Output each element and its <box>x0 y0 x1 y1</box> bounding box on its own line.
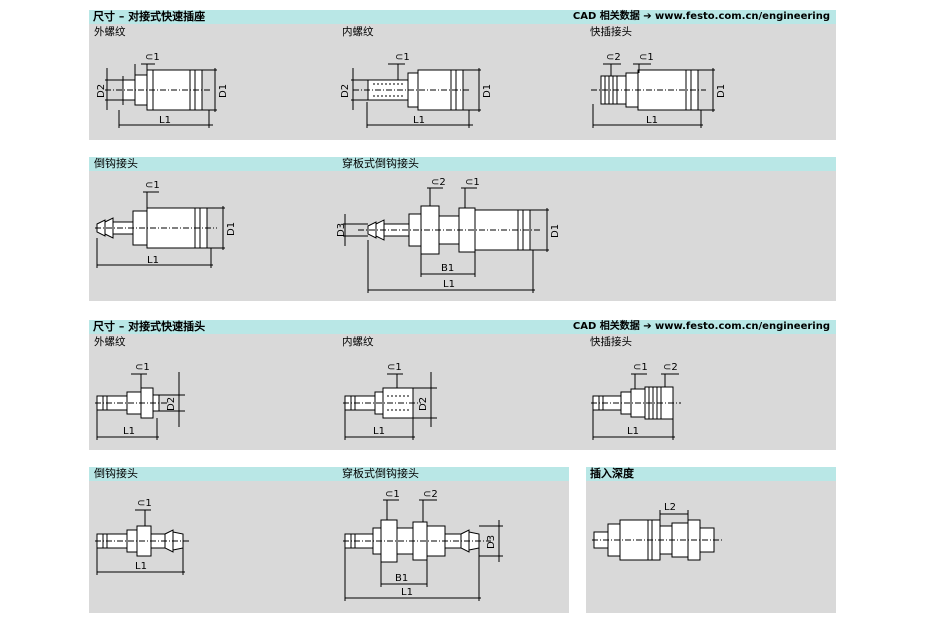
plug-col-external-thread: 外螺纹 <box>94 336 126 348</box>
socket-barbed-drawing: ⊂1 D1 L1 <box>95 180 237 268</box>
plug-col-barbed: 倒钩接头 <box>94 467 138 480</box>
socket-ext-l1: L1 <box>159 115 171 126</box>
socket-external-thread-drawing: ⊂1 D2 D1 L1 <box>96 52 229 128</box>
insertion-depth-l2: L2 <box>664 502 676 513</box>
plug-int-d2: D2 <box>418 397 429 411</box>
plug-bulk-b1: B1 <box>395 573 408 584</box>
socket-int-d2: D2 <box>340 84 351 98</box>
socket-bulk-c2: ⊂2 <box>431 177 446 188</box>
plug-barbed-l1: L1 <box>135 561 147 572</box>
plug-int-c1: ⊂1 <box>387 362 402 373</box>
socket-int-d1: D1 <box>482 84 493 98</box>
plug-section-title: 尺寸 – 对接式快速插头 <box>93 320 206 333</box>
plug-push-in-drawing: ⊂1 ⊂2 L1 <box>591 362 681 440</box>
plug-bulk-c2: ⊂2 <box>423 489 438 500</box>
socket-bulk-c1: ⊂1 <box>465 177 480 188</box>
plug-col-internal-thread: 内螺纹 <box>342 336 374 348</box>
plug-cad-link[interactable]: CAD 相关数据 ➔ www.festo.com.cn/engineering <box>572 321 830 332</box>
plug-ext-c1: ⊂1 <box>135 362 150 373</box>
insertion-depth-title: 插入深度 <box>590 467 634 480</box>
insertion-depth-header: 插入深度 <box>586 467 836 481</box>
plug-section-header: 尺寸 – 对接式快速插头 CAD 相关数据 ➔ www.festo.com.cn… <box>89 320 836 334</box>
socket-int-c1: ⊂1 <box>395 52 410 63</box>
socket-section-header: 尺寸 – 对接式快速插座 CAD 相关数据 ➔ www.festo.com.cn… <box>89 10 836 24</box>
plug-col-push-in: 快插接头 <box>590 336 632 348</box>
socket-col-barbed: 倒钩接头 <box>94 157 138 170</box>
plug-int-l1: L1 <box>373 426 385 437</box>
socket-int-l1: L1 <box>413 115 425 126</box>
plug-row2-header-bar <box>89 467 569 481</box>
socket-internal-thread-drawing: ⊂1 D2 D1 L1 <box>340 52 493 128</box>
socket-push-l1: L1 <box>646 115 658 126</box>
socket-ext-d1: D1 <box>218 84 229 98</box>
socket-section-title: 尺寸 – 对接式快速插座 <box>93 10 206 23</box>
socket-row2-header-bar <box>89 157 836 171</box>
plug-internal-thread-drawing: ⊂1 D2 L1 <box>343 362 437 440</box>
plug-col-bulkhead-barbed: 穿板式倒钩接头 <box>342 467 419 480</box>
socket-push-in-drawing: ⊂2 ⊂1 D1 L1 <box>591 52 727 128</box>
socket-bulk-d1: D1 <box>550 224 561 238</box>
socket-bulk-l1: L1 <box>443 279 455 290</box>
plug-bulk-c1: ⊂1 <box>385 489 400 500</box>
plug-bulkhead-drawing: ⊂1 ⊂2 D3 B1 L1 <box>343 489 503 601</box>
socket-barbed-d1: D1 <box>226 222 237 236</box>
socket-col-push-in: 快插接头 <box>590 26 632 38</box>
socket-ext-d2: D2 <box>96 84 107 98</box>
socket-bulk-d3: D3 <box>336 223 347 237</box>
plug-ext-d2: D2 <box>166 397 177 411</box>
plug-push-c2: ⊂2 <box>663 362 678 373</box>
plug-top-band <box>89 320 836 450</box>
socket-cad-link[interactable]: CAD 相关数据 ➔ www.festo.com.cn/engineering <box>572 11 830 22</box>
plug-barbed-drawing: ⊂1 L1 <box>95 498 191 575</box>
plug-ext-l1: L1 <box>123 426 135 437</box>
socket-push-c1: ⊂1 <box>639 52 654 63</box>
plug-external-thread-drawing: ⊂1 D2 L1 <box>95 362 185 440</box>
socket-push-d1: D1 <box>716 84 727 98</box>
plug-push-l1: L1 <box>627 426 639 437</box>
socket-bulkhead-drawing: ⊂2 ⊂1 D3 D1 B1 L1 <box>336 177 561 293</box>
plug-bulk-d3: D3 <box>486 535 497 549</box>
socket-col-external-thread: 外螺纹 <box>94 26 126 38</box>
insertion-depth-drawing: L2 <box>592 502 722 561</box>
plug-push-c1: ⊂1 <box>633 362 648 373</box>
socket-ext-c1: ⊂1 <box>145 52 160 63</box>
socket-barbed-l1: L1 <box>147 255 159 266</box>
socket-col-internal-thread: 内螺纹 <box>342 26 374 38</box>
socket-col-bulkhead-barbed: 穿板式倒钩接头 <box>342 157 419 170</box>
socket-push-c2: ⊂2 <box>606 52 621 63</box>
socket-bulk-b1: B1 <box>441 263 454 274</box>
plug-barbed-c1: ⊂1 <box>137 498 152 509</box>
socket-barbed-c1: ⊂1 <box>145 180 160 191</box>
plug-bulk-l1: L1 <box>401 587 413 598</box>
